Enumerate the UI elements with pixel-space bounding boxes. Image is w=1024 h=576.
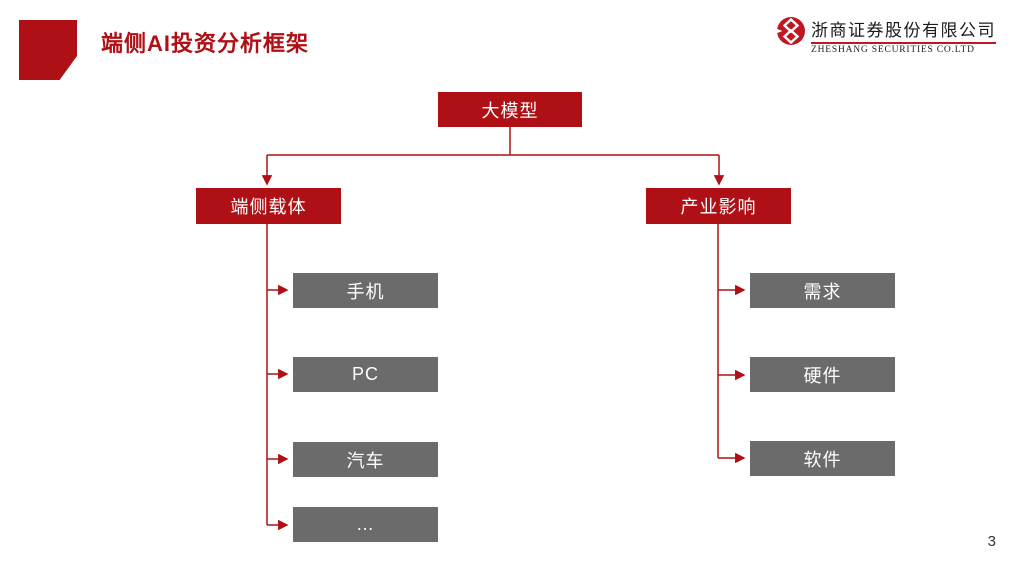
- node-leaf-demand: 需求: [750, 273, 895, 308]
- node-leaf-pc: PC: [293, 357, 438, 392]
- page-number: 3: [987, 533, 996, 550]
- node-branch-edge-carriers: 端侧载体: [196, 188, 341, 224]
- node-leaf-phone: 手机: [293, 273, 438, 308]
- company-name-en: ZHESHANG SECURITIES CO.LTD: [811, 45, 975, 55]
- node-leaf-software: 软件: [750, 441, 895, 476]
- node-root-large-model: 大模型: [438, 92, 582, 127]
- page-title: 端侧AI投资分析框架: [101, 31, 310, 56]
- company-logo-text: 浙商证券股份有限公司 ZHESHANG SECURITIES CO.LTD: [811, 16, 996, 55]
- node-leaf-car: 汽车: [293, 442, 438, 477]
- zheshang-knot-icon: [776, 17, 805, 45]
- corner-accent-mark: [19, 20, 77, 80]
- node-branch-industry-impact: 产业影响: [646, 188, 791, 224]
- node-leaf-hardware: 硬件: [750, 357, 895, 392]
- node-leaf-more: …: [293, 507, 438, 542]
- company-logo: 浙商证券股份有限公司 ZHESHANG SECURITIES CO.LTD: [776, 16, 996, 55]
- company-name-cn: 浙商证券股份有限公司: [811, 16, 996, 44]
